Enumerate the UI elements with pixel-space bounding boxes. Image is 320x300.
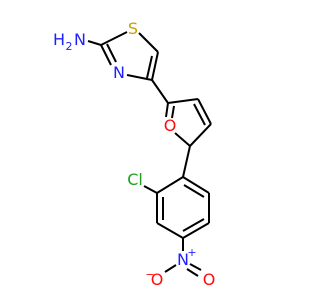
bond-furan-phenyl	[182, 145, 191, 178]
bond-p4-p5	[182, 222, 210, 239]
bond-c-cl	[143, 185, 158, 194]
bond-p6-p1-inner	[183, 184, 205, 198]
bond-p3-p4	[156, 222, 184, 239]
bond-n-oright	[189, 263, 202, 271]
molecule-svg: S N H 2 N O Cl N + O − O	[53, 19, 215, 289]
bond-p1-p2	[156, 176, 184, 194]
bond-c5-c4-inner	[146, 55, 153, 79]
amine-n-label: N	[74, 30, 86, 49]
amine-subscript-label: 2	[66, 40, 73, 53]
amine-h-label: H	[53, 30, 65, 49]
bond-o-c2f	[165, 102, 169, 118]
bond-c2-s	[100, 31, 128, 46]
bond-c5f-o	[174, 132, 191, 147]
bond-o-c2f-inner	[171, 105, 175, 119]
amine-group-label: H 2 N	[53, 30, 86, 53]
bond-c3f-c4f	[197, 98, 212, 125]
bond-c2f-c3f	[167, 98, 199, 104]
nitro-oxygen-right-label: O	[203, 270, 216, 289]
bond-n3-c2	[100, 44, 112, 66]
nitro-oxygen-left-charge: −	[145, 268, 154, 281]
phenyl-ring	[156, 176, 210, 239]
chlorine-atom-label: Cl	[127, 170, 143, 189]
bond-n-oright-inner	[186, 268, 199, 277]
sulfur-atom-label: S	[128, 19, 138, 38]
furan-ring	[165, 98, 212, 147]
bond-c3f-c4f-inner	[193, 103, 206, 126]
bond-p4-p5-inner	[182, 218, 205, 232]
bond-c2-nh2	[87, 40, 102, 46]
bond-c4-n3	[126, 74, 153, 81]
nitro-nitrogen-charge: +	[187, 246, 196, 259]
bond-c5-c4	[151, 51, 159, 81]
bond-n-oleft	[164, 264, 177, 273]
furan-oxygen-label: O	[164, 116, 177, 135]
bond-thiazole-furan	[151, 79, 169, 104]
thiazole-nitrogen-label: N	[113, 63, 125, 82]
nitro-oxygen-left-label: O	[151, 270, 164, 289]
bond-n3-c2-inner	[106, 43, 117, 63]
bond-c4f-c5f	[189, 123, 212, 147]
thiazole-ring	[100, 31, 159, 81]
molecule-structure-diagram: S N H 2 N O Cl N + O − O	[53, 19, 215, 289]
bond-p6-p1	[182, 176, 210, 194]
nitro-nitrogen-label: N	[177, 250, 189, 269]
bond-s-c5	[138, 32, 159, 53]
nitro-group-label: N + O − O	[145, 246, 215, 289]
